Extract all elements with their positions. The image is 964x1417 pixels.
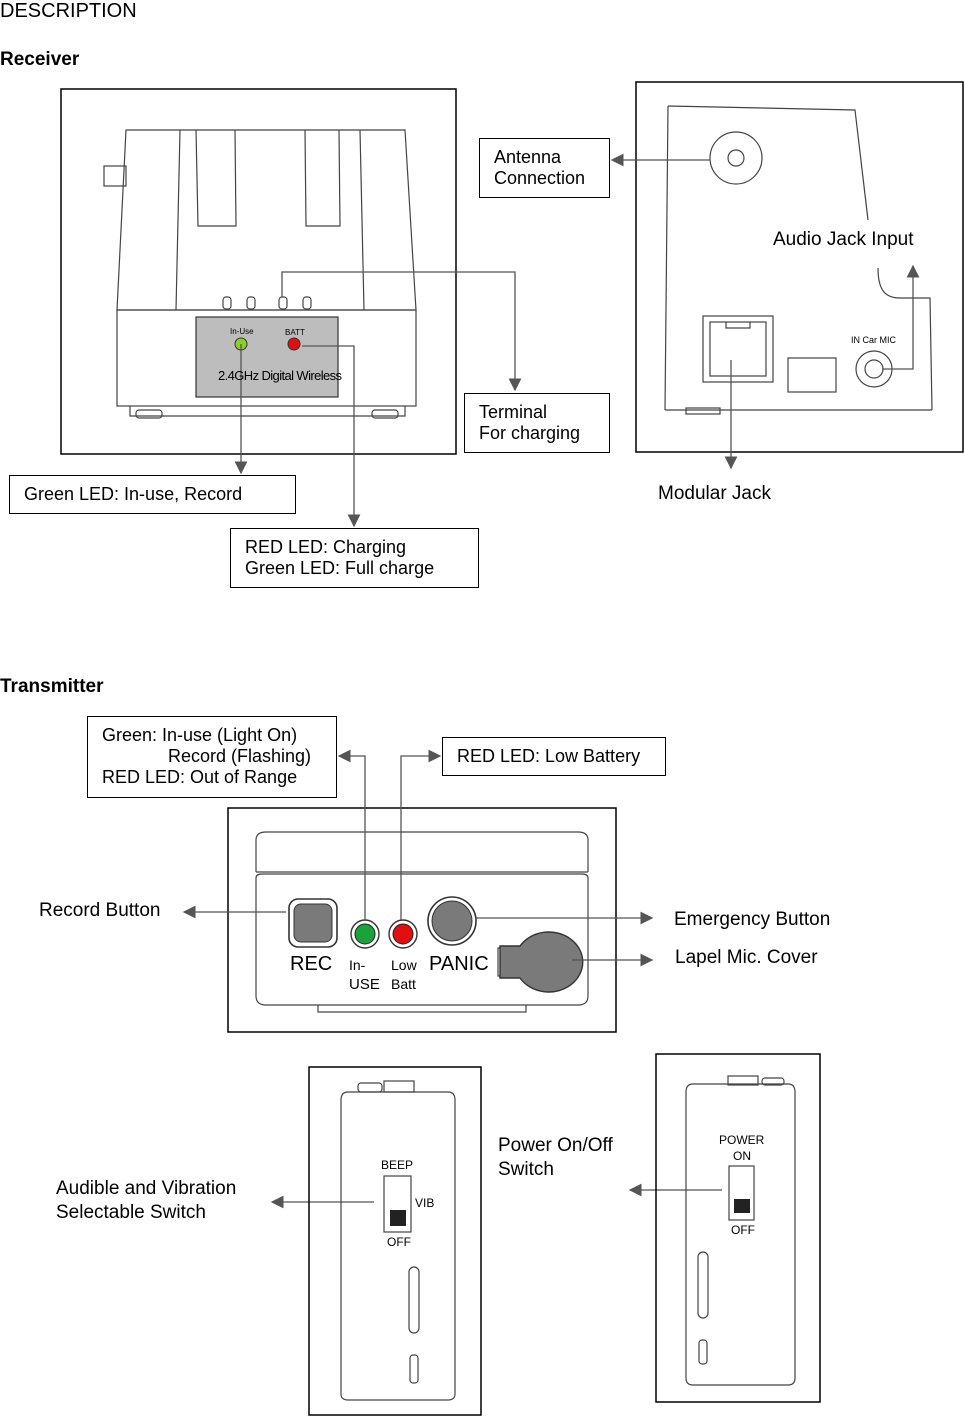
transmitter-front-device	[255, 831, 589, 1013]
receiver-in-car-mic-label: IN Car MIC	[851, 335, 896, 345]
panic-label: PANIC	[429, 953, 489, 975]
in-use-label-2: USE	[349, 976, 380, 993]
red-led-callout: RED LED: Charging Green LED: Full charge	[230, 528, 479, 588]
red-led-callout-line-2: Green LED: Full charge	[245, 558, 435, 578]
beep-switch-knob	[390, 1210, 406, 1226]
beep-label: BEEP	[381, 1158, 414, 1172]
power-switch-line-1: Power On/Off	[498, 1135, 613, 1156]
lapel-mic-cover-label: Lapel Mic. Cover	[675, 947, 818, 968]
transmitter-arrows	[182, 749, 722, 1209]
receiver-back-device	[664, 105, 933, 415]
red-led-callout-line-1: RED LED: Charging	[245, 537, 407, 557]
green-led-callout-text: Green LED: In-use, Record	[24, 484, 243, 504]
receiver-batt-label: BATT	[285, 328, 305, 337]
record-button-label: Record Button	[39, 900, 161, 921]
audible-vibration-label: Audible and Vibration Selectable Switch	[56, 1177, 236, 1225]
transmitter-side-device-1	[340, 1080, 456, 1401]
terminal-charging-callout: Terminal For charging	[464, 393, 610, 453]
transmitter-front-frame	[227, 807, 617, 1033]
rec-label: REC	[290, 953, 333, 975]
low-battery-callout: RED LED: Low Battery	[442, 737, 666, 776]
audible-vibration-line-1: Audible and Vibration	[56, 1178, 237, 1199]
in-use-label-1: In-	[349, 957, 366, 973]
low-batt-label-2: Batt	[391, 976, 416, 992]
vib-label: VIB	[415, 1196, 435, 1210]
lapel-mic-cover-shape	[499, 931, 584, 993]
audio-jack-input-label: Audio Jack Input	[773, 229, 914, 250]
modular-jack-label: Modular Jack	[658, 483, 771, 504]
power-switch-line-2: Switch	[498, 1159, 554, 1180]
receiver-front-device	[103, 129, 417, 419]
receiver-arrows	[234, 153, 920, 528]
transmitter-side-frame-1	[308, 1066, 482, 1416]
transmitter-side-device-2	[685, 1075, 796, 1386]
green-led-callout: Green LED: In-use, Record	[9, 475, 296, 514]
transmitter-status-callout: Green: In-use (Light On) Record (Flashin…	[87, 716, 337, 798]
terminal-callout-line-1: Terminal	[479, 402, 548, 422]
status-callout-line-2: Record (Flashing)	[168, 746, 312, 766]
power-off-label: OFF	[731, 1223, 755, 1237]
beep-off-label: OFF	[387, 1235, 411, 1249]
emergency-button-label: Emergency Button	[674, 909, 831, 930]
status-callout-line-3: RED LED: Out of Range	[102, 767, 298, 787]
terminal-callout-line-2: For charging	[479, 423, 581, 443]
antenna-connection-callout: Antenna Connection	[479, 138, 610, 198]
low-batt-label-1: Low	[391, 957, 417, 973]
antenna-callout-line-1: Antenna	[494, 147, 562, 167]
receiver-heading: Receiver	[0, 49, 80, 70]
receiver-back-frame	[635, 81, 964, 453]
power-label: POWER	[719, 1133, 765, 1147]
power-on-label: ON	[733, 1149, 751, 1163]
status-callout-line-1: Green: In-use (Light On)	[102, 725, 298, 745]
transmitter-heading: Transmitter	[0, 676, 104, 697]
power-switch-label: Power On/Off Switch	[498, 1134, 613, 1182]
page-heading: DESCRIPTION	[0, 0, 137, 22]
antenna-callout-line-2: Connection	[494, 168, 586, 188]
receiver-label-panel	[195, 316, 339, 398]
audible-vibration-line-2: Selectable Switch	[56, 1202, 206, 1223]
power-switch-knob	[734, 1199, 750, 1213]
low-battery-callout-text: RED LED: Low Battery	[457, 746, 641, 766]
receiver-red-led	[287, 337, 301, 351]
receiver-in-use-label: In-Use	[230, 327, 254, 336]
transmitter-side-frame-2	[655, 1053, 821, 1403]
receiver-model-label: 2.4GHz Digital Wireless	[218, 368, 342, 383]
